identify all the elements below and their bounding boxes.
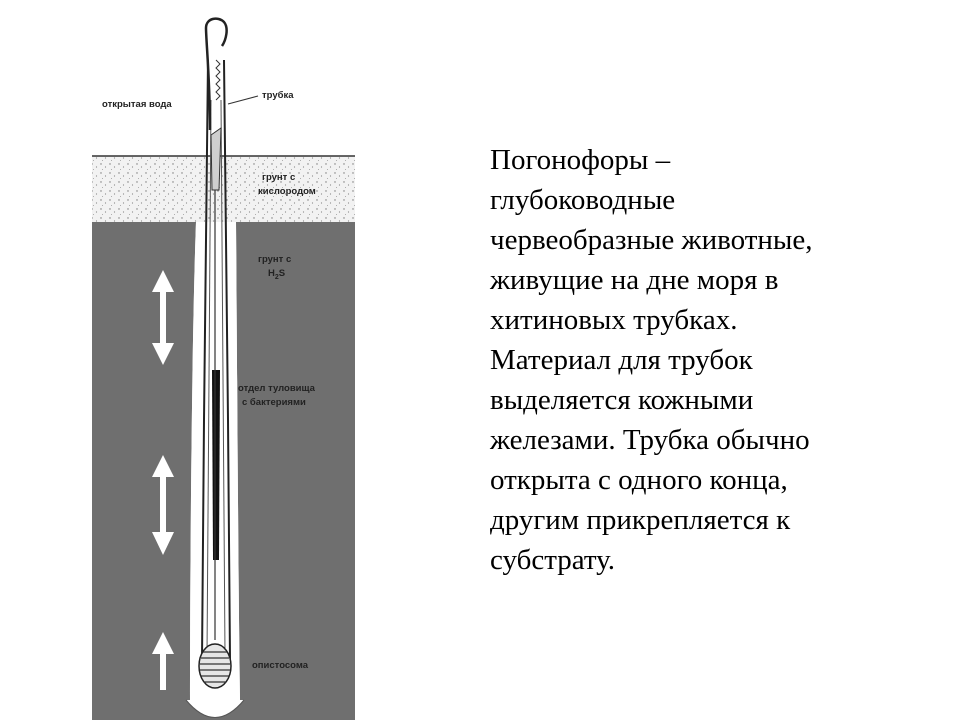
opisthosoma-body	[198, 643, 232, 689]
label-oxygen-soil-2: кислородом	[258, 186, 316, 197]
label-h2s-soil-1: грунт с	[258, 254, 291, 265]
tube-inner-right	[220, 99, 226, 656]
label-oxygen-soil-1: грунт с	[262, 172, 295, 183]
oxygen-soil-layer	[92, 156, 355, 222]
description-line: хитиновых трубках.	[490, 304, 738, 336]
label-trunk-2: с бактериями	[242, 397, 306, 408]
label-h2s-soil-2: H2S	[268, 268, 285, 281]
description-text: Погонофоры – глубоководные червеобразные…	[490, 140, 930, 580]
description-line: субстрату.	[490, 544, 616, 576]
description-line: открыта с одного конца,	[490, 464, 788, 496]
burrow-bottom	[185, 699, 245, 718]
description-line: живущие на дне моря в	[490, 264, 779, 296]
label-opisthosoma: опистосома	[252, 660, 309, 671]
description-line: Погонофоры –	[490, 144, 671, 176]
tentacle-hook	[204, 17, 228, 131]
description-line: другим прикрепляется к	[490, 504, 791, 536]
opisthosoma-segments	[200, 651, 230, 683]
up-arrow-icon	[152, 632, 174, 690]
worm-forebody	[210, 127, 222, 191]
description-line: Материал для трубок	[490, 344, 753, 376]
double-arrow-icon	[152, 270, 174, 365]
trunk-with-bacteria	[212, 370, 220, 560]
description-line: червеобразные животные,	[490, 224, 813, 256]
tentacle-pinnules	[215, 59, 221, 101]
tube-leader-line	[227, 95, 259, 105]
label-trunk-1: отдел туловища	[238, 383, 316, 394]
tube-inner-left	[206, 99, 212, 656]
description-line: выделяется кожными	[490, 384, 754, 416]
description-line: глубоководные	[490, 184, 676, 216]
double-arrow-icon	[152, 455, 174, 555]
label-tube: трубка	[262, 90, 294, 101]
description-line: железами. Трубка обычно	[490, 424, 810, 456]
label-open-water: открытая вода	[102, 99, 172, 110]
